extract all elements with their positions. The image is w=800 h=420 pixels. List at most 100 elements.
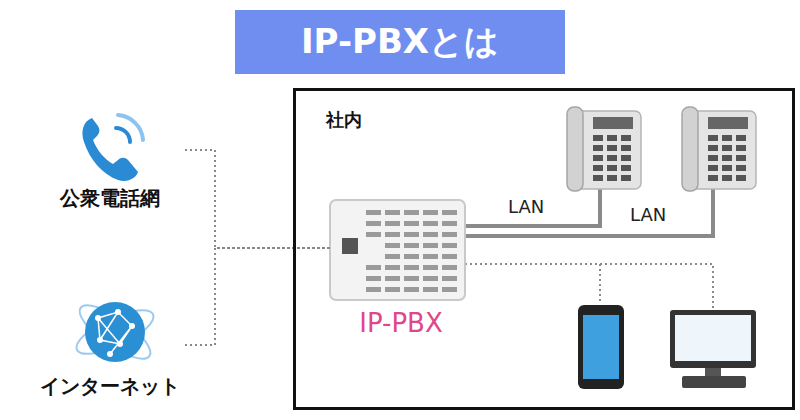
wireless-link <box>465 264 713 308</box>
signal-wave <box>116 128 130 142</box>
phone-key <box>736 145 746 151</box>
vent-slot <box>423 210 438 215</box>
phone-key <box>621 175 631 181</box>
vent-slot <box>423 232 438 237</box>
vent-slot <box>366 265 381 270</box>
phone-key <box>708 135 718 141</box>
phone-key <box>736 165 746 171</box>
vent-slot <box>385 232 400 237</box>
phone-key <box>607 135 617 141</box>
vent-slot <box>404 254 419 259</box>
node-label: インターネット <box>40 374 180 398</box>
vent-slot <box>442 243 457 248</box>
node-label: 公衆電話網 <box>60 186 160 210</box>
vent-slot <box>366 221 381 226</box>
vent-slot <box>423 243 438 248</box>
vent-slot <box>366 276 381 281</box>
lan-cable <box>465 188 713 236</box>
vent-slot <box>442 221 457 226</box>
vent-slot <box>404 243 419 248</box>
orbit <box>71 302 159 363</box>
phone-key <box>607 145 617 151</box>
phone-screen <box>593 117 633 129</box>
title-text: IP-PBXとは <box>301 19 499 65</box>
dotted-connector <box>185 150 331 248</box>
smartphone <box>578 305 624 389</box>
vent-slot <box>366 232 381 237</box>
vent-slot <box>423 287 438 292</box>
phone-key <box>736 155 746 161</box>
phone-key <box>708 145 718 151</box>
pbx-body <box>330 200 465 300</box>
vent-slot <box>385 254 400 259</box>
vent-slot <box>423 254 438 259</box>
vent-slot <box>442 287 457 292</box>
node-label: 社内 <box>326 109 792 131</box>
phone-key <box>607 175 617 181</box>
vent-slot <box>442 232 457 237</box>
desk-phone <box>567 107 641 191</box>
vent-slot <box>404 221 419 226</box>
desktop-pc <box>670 310 756 388</box>
phone-screen <box>708 117 748 129</box>
vent-slot <box>385 221 400 226</box>
phone-key <box>593 145 603 151</box>
vent-slot <box>404 276 419 281</box>
phone-key <box>593 175 603 181</box>
phone-key <box>593 165 603 171</box>
phone-key <box>708 165 718 171</box>
vent-slot <box>404 265 419 270</box>
title-banner: IP-PBXとは <box>235 10 565 74</box>
vent-slot <box>404 232 419 237</box>
vent-slot <box>442 254 457 259</box>
desk-phone <box>682 107 756 191</box>
vent-slot <box>404 287 419 292</box>
vent-slot <box>385 243 400 248</box>
phone-key <box>607 165 617 171</box>
phone-key <box>722 145 732 151</box>
cable-label: LAN <box>508 196 544 217</box>
signal-wave <box>118 115 143 140</box>
vent-slot <box>385 287 400 292</box>
vent-slot <box>423 221 438 226</box>
cable-label: LAN <box>630 204 666 225</box>
phone-key <box>593 155 603 161</box>
office-area: 社内 IP-PBX <box>293 88 795 410</box>
phone-key <box>621 145 631 151</box>
phone-key <box>722 175 732 181</box>
globe <box>85 302 145 362</box>
vent-slot <box>385 265 400 270</box>
vent-slot <box>385 210 400 215</box>
vent-slot <box>404 210 419 215</box>
globe-icon <box>71 296 159 367</box>
phone-key <box>593 135 603 141</box>
vent-slot <box>385 276 400 281</box>
phone-key <box>708 155 718 161</box>
phone-icon <box>82 115 143 181</box>
vent-slot <box>442 265 457 270</box>
phone-key <box>708 175 718 181</box>
vent-slot <box>423 265 438 270</box>
network-node: 公衆電話網 <box>35 105 185 210</box>
phone-handset <box>682 107 698 191</box>
pbx-node: IP-PBX <box>331 203 471 339</box>
network-dots <box>95 309 135 357</box>
vent-slot <box>442 276 457 281</box>
phone-key <box>722 155 732 161</box>
phone-key <box>607 155 617 161</box>
pbx-port <box>342 238 358 254</box>
phone-key <box>621 155 631 161</box>
phone-key <box>722 135 732 141</box>
handset <box>82 118 138 181</box>
node-label: IP-PBX <box>359 308 442 339</box>
dotted-connector <box>185 248 331 345</box>
phone-handset <box>567 107 583 191</box>
phone-key <box>722 165 732 171</box>
network-lines <box>98 312 132 354</box>
network-node: インターネット <box>35 285 185 398</box>
phone-key <box>621 135 631 141</box>
phone-key <box>736 175 746 181</box>
vent-slot <box>442 210 457 215</box>
orbit <box>73 296 158 367</box>
